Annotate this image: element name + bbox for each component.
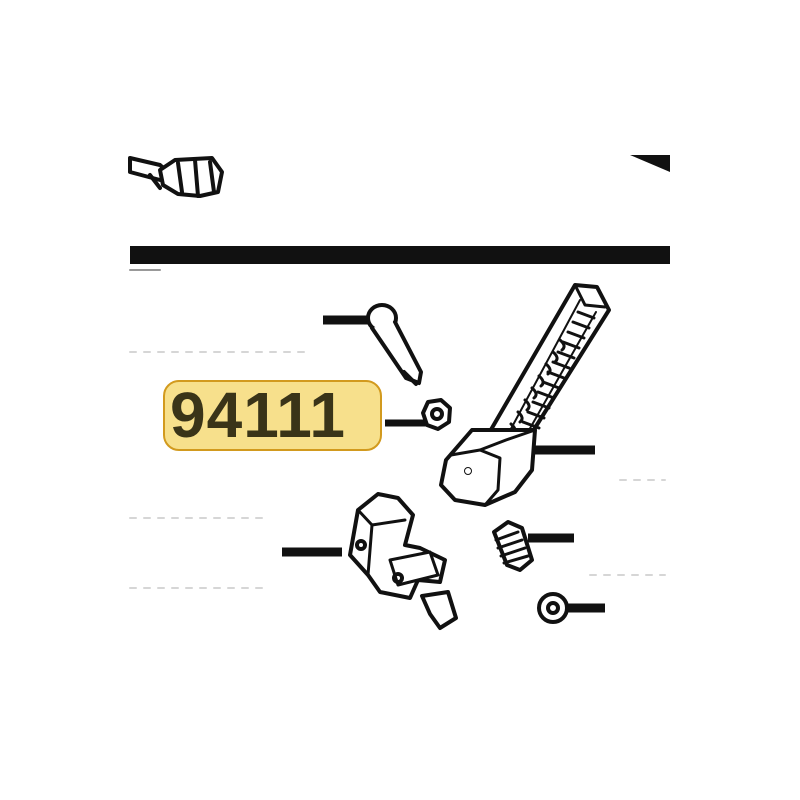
coil-spring-part (492, 520, 534, 572)
washer-part (537, 592, 569, 624)
bracket-part (348, 492, 458, 630)
leader-lines (282, 315, 605, 613)
bolt-fragment-top (128, 156, 224, 198)
corner-wedge (630, 155, 670, 172)
faint-trace-marks (129, 351, 666, 589)
section-divider (130, 246, 670, 264)
spring-rod-part (439, 283, 611, 507)
hex-nut-part (421, 398, 452, 431)
pin-part (366, 303, 423, 386)
part-number-callout: 94111 (163, 380, 382, 451)
